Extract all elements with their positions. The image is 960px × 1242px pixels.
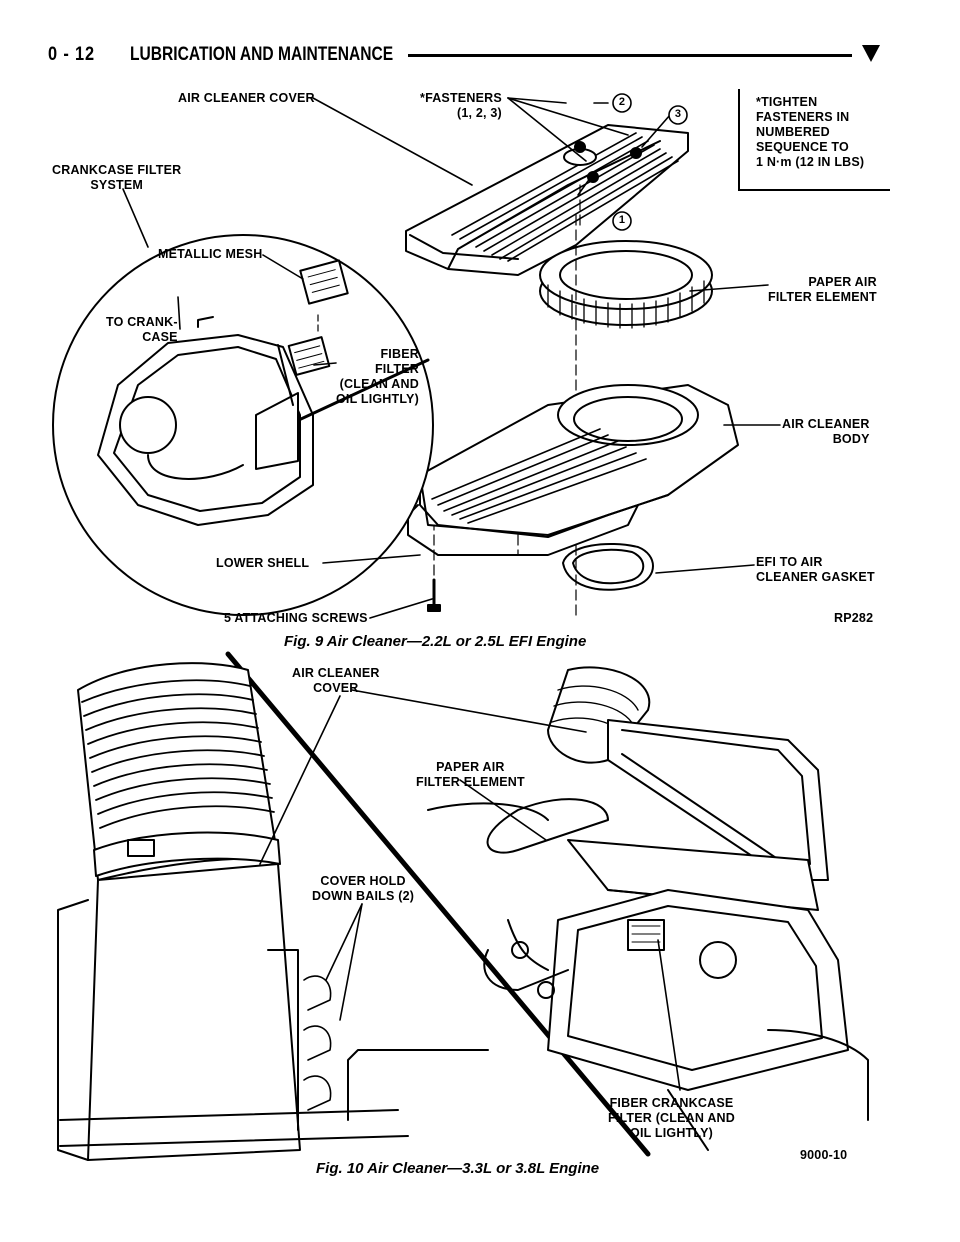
hose-drawing: [57, 662, 489, 1161]
air-cleaner-body-drawing: [407, 384, 739, 556]
figure-9-caption: Fig. 9 Air Cleaner—2.2L or 2.5L EFI Engi…: [284, 633, 587, 650]
label-paper-air-filter-element: PAPER AIR FILTER ELEMENT: [768, 275, 877, 304]
header-rule: [408, 54, 852, 57]
label-fiber-crankcase-filter: FIBER CRANKCASE FILTER (CLEAN AND OIL LI…: [608, 1096, 735, 1140]
label-fiber-filter: FIBER FILTER (CLEAN AND OIL LIGHTLY): [336, 347, 419, 406]
screw-drawing: [427, 578, 441, 612]
triangle-down-icon: [862, 45, 880, 62]
page-header: 0 - 12 LUBRICATION AND MAINTENANCE: [48, 44, 880, 80]
cover-and-filter-drawing: [427, 666, 869, 1151]
label-metallic-mesh: METALLIC MESH: [158, 247, 263, 261]
label-tighten-note: *TIGHTEN FASTENERS IN NUMBERED SEQUENCE …: [756, 95, 865, 169]
section-title: LUBRICATION AND MAINTENANCE: [130, 44, 394, 65]
label-ref-rp282: RP282: [834, 611, 874, 625]
label-to-crankcase: TO CRANK- CASE: [106, 315, 178, 344]
label-efi-gasket: EFI TO AIR CLEANER GASKET: [756, 555, 875, 584]
label-attaching-screws: 5 ATTACHING SCREWS: [224, 611, 368, 625]
label-fig10-air-cleaner-cover: AIR CLEANER COVER: [292, 666, 380, 695]
figure-10-drawing: [57, 651, 869, 1161]
label-crankcase-filter-system: CRANKCASE FILTER SYSTEM: [52, 163, 182, 192]
page-number: 0 - 12: [48, 44, 95, 65]
label-fasteners: *FASTENERS (1, 2, 3): [420, 91, 502, 120]
figure-9-drawing: [52, 93, 781, 619]
label-ref-9000-10: 9000-10: [800, 1148, 848, 1162]
label-air-cleaner-body: AIR CLEANER BODY: [782, 417, 870, 446]
label-fastener-3: 3: [674, 108, 682, 120]
figure-10-caption: Fig. 10 Air Cleaner—3.3L or 3.8L Engine: [316, 1160, 600, 1177]
label-air-cleaner-cover: AIR CLEANER COVER: [178, 91, 315, 105]
label-fastener-1: 1: [618, 214, 626, 226]
paper-filter-drawing: [539, 240, 713, 329]
label-fig10-paper-air-filter-element: PAPER AIR FILTER ELEMENT: [416, 760, 525, 789]
figure-10: AIR CLEANER COVER PAPER AIR FILTER ELEME…: [48, 650, 888, 1180]
air-cleaner-cover-drawing: [405, 124, 689, 276]
label-cover-hold-down-bails: COVER HOLD DOWN BAILS (2): [312, 874, 415, 903]
label-fastener-2: 2: [618, 96, 626, 108]
tighten-note-box: *TIGHTEN FASTENERS IN NUMBERED SEQUENCE …: [738, 89, 890, 191]
label-lower-shell: LOWER SHELL: [216, 556, 310, 570]
crankcase-inset-drawing: [52, 234, 434, 616]
gasket-drawing: [562, 542, 654, 591]
figure-9: AIR CLEANER COVER *FASTENERS (1, 2, 3) *…: [48, 85, 890, 650]
